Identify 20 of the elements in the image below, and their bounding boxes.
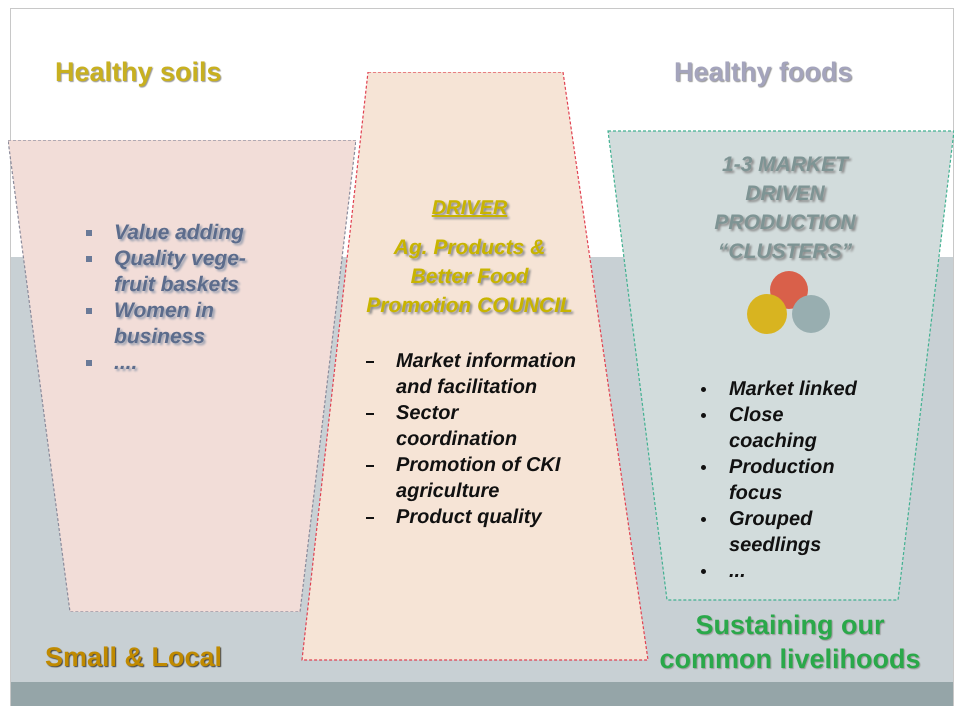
caption-text: Sustaining our common livelihoods <box>658 609 922 676</box>
bullet-item: Women in business <box>80 298 270 350</box>
caption-text: Healthy soils <box>55 56 223 89</box>
caption-text: Healthy foods <box>674 56 854 89</box>
bullet-item: ... <box>695 558 875 584</box>
caption-text: Small & Local <box>45 641 224 674</box>
bullet-item: Product quality <box>362 504 577 530</box>
bullet-item: Market information and facilitation <box>362 348 577 400</box>
title-text: Ag. Products & Better Food Promotion COUNCIL <box>365 235 574 319</box>
bullet-item: .... <box>80 350 270 376</box>
bullet-item: Quality vege-fruit baskets <box>80 246 270 298</box>
bullet-item: Promotion of CKI agriculture <box>362 452 577 504</box>
bullet-item: Production focus <box>695 454 875 506</box>
bullet-item: Close coaching <box>695 402 875 454</box>
heading-text: DRIVER <box>432 196 508 221</box>
bullet-item: Market linked <box>695 376 875 402</box>
bullet-item: Grouped seedlings <box>695 506 875 558</box>
title-text: 1-3 MARKET DRIVEN PRODUCTION “CLUSTERS” <box>713 152 857 265</box>
bullet-item: Value adding <box>80 220 270 246</box>
bullet-item: Sector coordination <box>362 400 577 452</box>
